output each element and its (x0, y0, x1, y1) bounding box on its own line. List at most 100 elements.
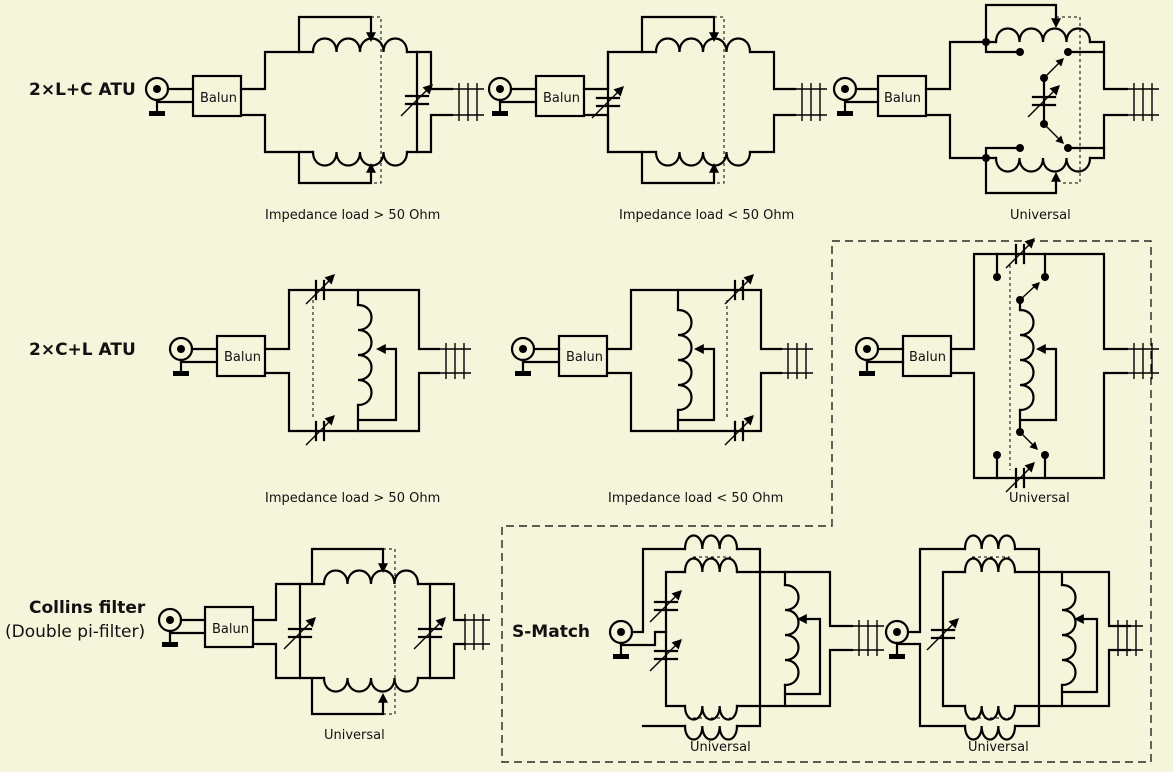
caption-cl-universal: Universal (1009, 491, 1070, 506)
junction-dot (993, 273, 1001, 281)
row-title-collins-filter: Collins filter (29, 598, 146, 618)
variable-capacitor-icon (404, 94, 430, 106)
wire (251, 582, 326, 680)
inductor-coil-icon (963, 557, 1017, 574)
circuit-2xc-l-high (168, 274, 471, 446)
junction-dot (496, 85, 504, 93)
junction-dot (519, 345, 527, 353)
ground-icon (837, 111, 853, 116)
arrow-head-icon (324, 274, 335, 285)
variable-capacitor-arrow (1005, 465, 1033, 493)
ground-icon (173, 371, 189, 376)
wire (498, 87, 538, 104)
inductor-coil-icon (683, 557, 739, 574)
balun-box (203, 605, 255, 649)
inductor-coil-icon (683, 724, 739, 741)
wire (984, 146, 1106, 160)
circuit-2xc-l-universal (854, 238, 1159, 493)
junction-dot (1064, 48, 1072, 56)
ground-icon (149, 111, 165, 116)
arrow-head-icon (1055, 135, 1064, 144)
wire (630, 547, 762, 728)
variable-capacitor-icon (1031, 95, 1057, 107)
wire (1060, 617, 1099, 694)
arrow-head-icon (1024, 462, 1035, 473)
wire (405, 50, 454, 91)
junction-dot (177, 345, 185, 353)
row-title-2xl-c-atu: 2×L+C ATU (29, 80, 136, 100)
variable-capacitor-arrow (649, 591, 681, 623)
junction-dot (841, 85, 849, 93)
junction-dot (993, 451, 1001, 459)
balun-label: Balun (566, 350, 603, 365)
variable-capacitor-arrow (724, 418, 752, 446)
core-marks (972, 556, 1010, 719)
arrow-head-icon (422, 84, 433, 95)
balun-box (215, 334, 267, 378)
row-title-2xc-l-atu: 2×C+L ATU (29, 340, 136, 360)
gang-link (714, 16, 725, 184)
variable-capacitor-icon (1014, 243, 1026, 265)
wire (239, 50, 315, 91)
wire (263, 371, 441, 433)
junction-dot (617, 628, 625, 636)
caption-lc-high: Impedance load > 50 Ohm (265, 208, 441, 223)
balun-label: Balun (224, 350, 261, 365)
arrow-head-icon (709, 163, 719, 173)
wire (619, 630, 668, 647)
inductor-coil-icon (683, 534, 739, 551)
wire (895, 547, 1041, 728)
wire (984, 3, 1058, 44)
wire (239, 113, 315, 154)
circuit-s-match-one-capacitor (884, 534, 1143, 741)
wire (582, 50, 658, 91)
arrow-head-icon (613, 86, 624, 97)
wire (949, 252, 1129, 351)
wire (676, 347, 716, 422)
circuit-2xl-c-low (487, 15, 827, 185)
switch-arm (1019, 284, 1037, 301)
caption-lc-universal: Universal (1010, 208, 1071, 223)
balun-label: Balun (200, 91, 237, 106)
arrow-head-icon (1049, 85, 1060, 96)
arrow-head-icon (743, 415, 754, 426)
inductor-coil-icon (654, 37, 752, 54)
ground-icon (515, 371, 531, 376)
variable-capacitor-arrow (283, 618, 315, 650)
variable-capacitor-icon (733, 420, 745, 442)
wire (640, 150, 716, 185)
circuit-collins-filter (157, 547, 490, 716)
row-subtitle-double-pi-filter: (Double pi-filter) (5, 622, 146, 642)
circuit-2xl-c-high (144, 15, 484, 185)
wire (582, 113, 658, 154)
arrow-head-icon (366, 32, 376, 42)
variable-capacitor-arrow (724, 277, 752, 305)
inductor-coil-icon (963, 704, 1017, 721)
variable-capacitor-arrow (1027, 86, 1059, 118)
inductor-coil-icon (311, 150, 409, 167)
balun-box (901, 334, 953, 378)
arrow-head-icon (1024, 238, 1035, 249)
inductor-coil-icon (994, 156, 1092, 173)
variable-capacitor-icon (653, 600, 679, 612)
inductor-coil-icon (1018, 308, 1035, 412)
ground-icon (492, 111, 508, 116)
junction-dot (166, 616, 174, 624)
gang-link (383, 548, 396, 715)
balun-box (191, 74, 243, 118)
inductor-coil-icon (994, 27, 1092, 44)
balun-label: Balun (212, 622, 249, 637)
circuit-2xc-l-low (510, 274, 813, 446)
wire (640, 15, 716, 54)
wire (179, 347, 219, 364)
arrow-head-icon (1051, 172, 1061, 182)
arrow-head-icon (305, 617, 316, 628)
variable-capacitor-arrow (926, 619, 958, 651)
wire (748, 50, 797, 91)
row-title-s-match: S-Match (512, 622, 590, 642)
junction-dot (1064, 144, 1072, 152)
switch-arm (1019, 431, 1035, 447)
wire (949, 371, 1129, 480)
ground-icon (162, 642, 178, 647)
